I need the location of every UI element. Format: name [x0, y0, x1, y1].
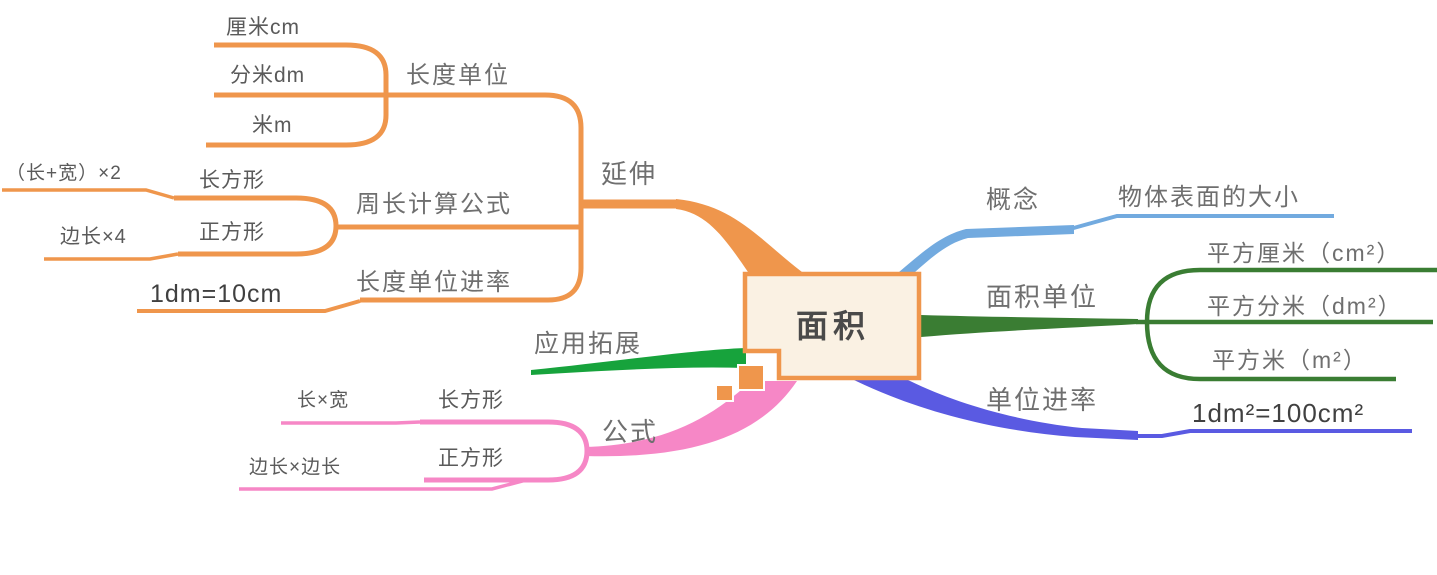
topic-area-units[interactable]: 面积单位	[986, 282, 1099, 312]
line-concept-def	[1069, 214, 1334, 231]
topic-perimeter-square-formula[interactable]: 边长×4	[60, 226, 127, 248]
topic-perimeter-square[interactable]: 正方形	[199, 221, 265, 244]
band-application-to-center	[531, 348, 746, 375]
topic-area-square-formula[interactable]: 边长×边长	[249, 457, 342, 478]
topic-application[interactable]: 应用拓展	[534, 330, 643, 358]
topic-unit-rate-formula[interactable]: 1dm²=100cm²	[1192, 398, 1365, 428]
band-extension-to-center	[676, 199, 802, 272]
line-length-unit-rate-formula	[137, 299, 361, 313]
central-topic-box[interactable]	[742, 271, 922, 381]
topic-concept-def[interactable]: 物体表面的大小	[1118, 184, 1300, 211]
topic-cm[interactable]: 厘米cm	[226, 16, 300, 39]
band-concept-to-center	[899, 225, 1074, 272]
band-unit-rate-to-center	[854, 380, 1138, 440]
line-area-square-formula	[239, 478, 527, 491]
band-area-units-to-center	[921, 315, 1138, 337]
topic-extension[interactable]: 延伸	[601, 159, 658, 189]
topic-area-square[interactable]: 正方形	[438, 447, 504, 470]
topic-area-rect-formula[interactable]: 长×宽	[297, 390, 350, 411]
topic-formulas[interactable]: 公式	[602, 417, 659, 447]
topic-unit-rate[interactable]: 单位进率	[986, 385, 1099, 415]
topic-perimeter-rect-formula[interactable]: （长+宽）×2	[6, 163, 122, 184]
topic-concept[interactable]: 概念	[986, 186, 1041, 214]
line-perimeter-rect-formula	[2, 188, 175, 200]
band-formulas-to-center	[585, 381, 797, 457]
topic-length-unit-rate-formula[interactable]: 1dm=10cm	[150, 280, 283, 308]
line-unit-rate-formula	[1136, 429, 1412, 438]
decor-square-large	[737, 364, 765, 391]
topic-area-rect[interactable]: 长方形	[438, 389, 504, 412]
topic-sq-cm[interactable]: 平方厘米（cm²）	[1207, 240, 1402, 266]
line-perimeter-square-formula	[44, 252, 179, 261]
central-topic-label[interactable]: 面积	[795, 308, 870, 344]
topic-sq-dm[interactable]: 平方分米（dm²）	[1207, 293, 1403, 319]
topic-perimeter-rect[interactable]: 长方形	[199, 169, 265, 192]
line-length-units-and-extension-bracket	[214, 92, 584, 303]
line-area-rect-formula	[281, 420, 421, 425]
topic-length-unit-rate[interactable]: 长度单位进率	[356, 269, 512, 296]
bracket-perimeter-children	[174, 195, 339, 257]
topic-dm[interactable]: 分米dm	[230, 64, 306, 87]
decor-square-small	[715, 384, 734, 402]
topic-m[interactable]: 米m	[252, 114, 293, 137]
bracket-formulas-children	[420, 419, 590, 483]
topic-length-units[interactable]: 长度单位	[406, 62, 510, 89]
topic-perimeter-formulas[interactable]: 周长计算公式	[356, 191, 512, 218]
topic-sq-m[interactable]: 平方米（m²）	[1212, 347, 1368, 373]
